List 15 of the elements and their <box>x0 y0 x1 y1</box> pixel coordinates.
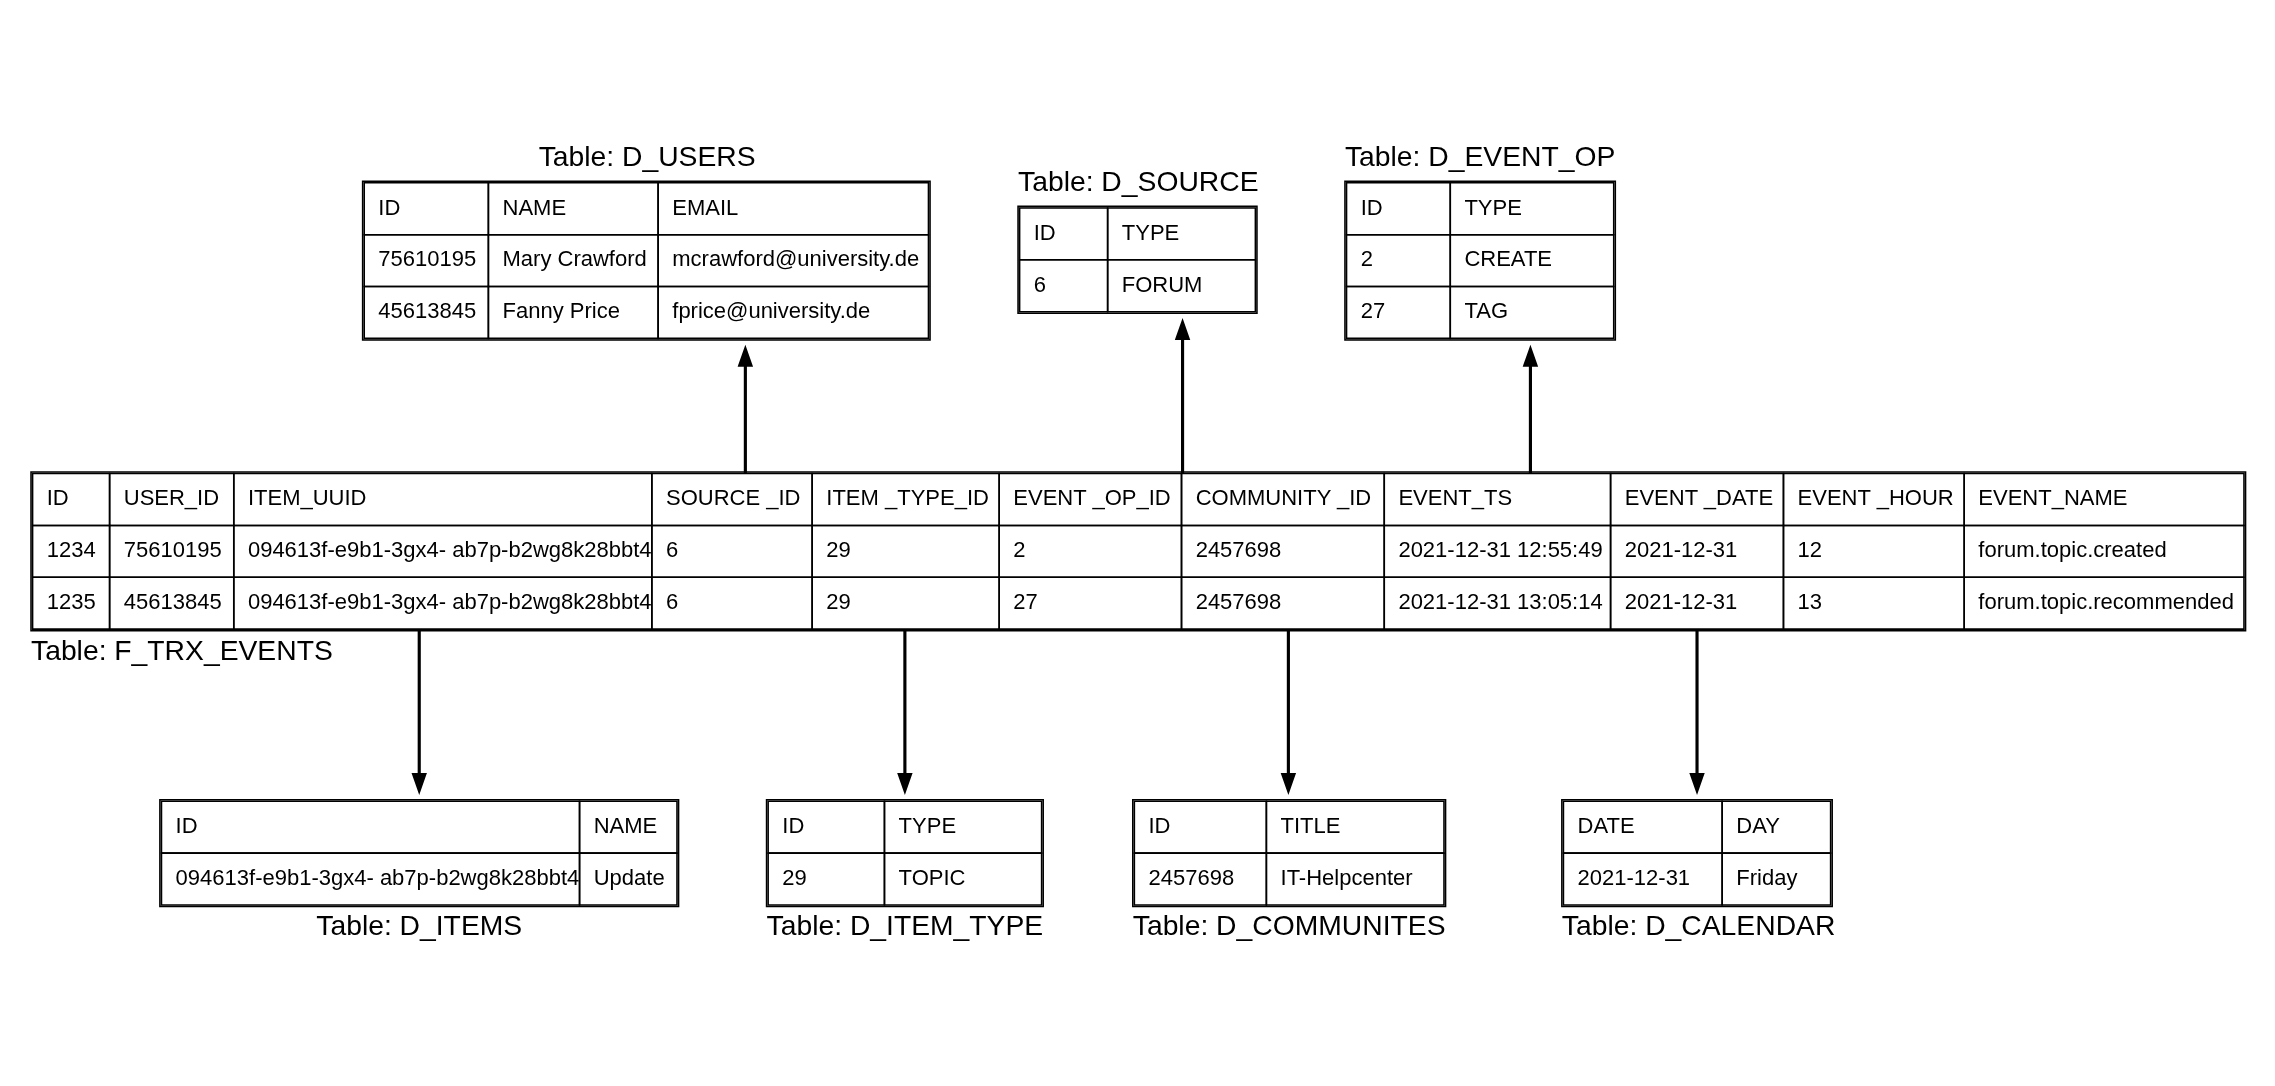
arrow <box>1522 344 1539 474</box>
node-label: Table: D_CALENDAR <box>1561 908 1836 941</box>
node-label: Table: D_EVENT_OP <box>1344 139 1616 172</box>
arrow <box>1174 317 1191 474</box>
node-label: Table: D_ITEM_TYPE <box>766 908 1044 941</box>
arrow <box>411 628 427 795</box>
node-label: Table: D_ITEMS <box>316 908 523 941</box>
node-label: Table: D_COMMUNITES <box>1132 908 1446 941</box>
arrow <box>897 628 913 795</box>
arrow <box>737 344 754 474</box>
arrow <box>1280 628 1297 795</box>
node-label: Table: D_SOURCE <box>1018 164 1259 197</box>
node-label: Table: F_TRX_EVENTS <box>31 633 333 666</box>
arrow <box>1689 628 1705 795</box>
node-label: Table: D_USERS <box>538 139 756 172</box>
